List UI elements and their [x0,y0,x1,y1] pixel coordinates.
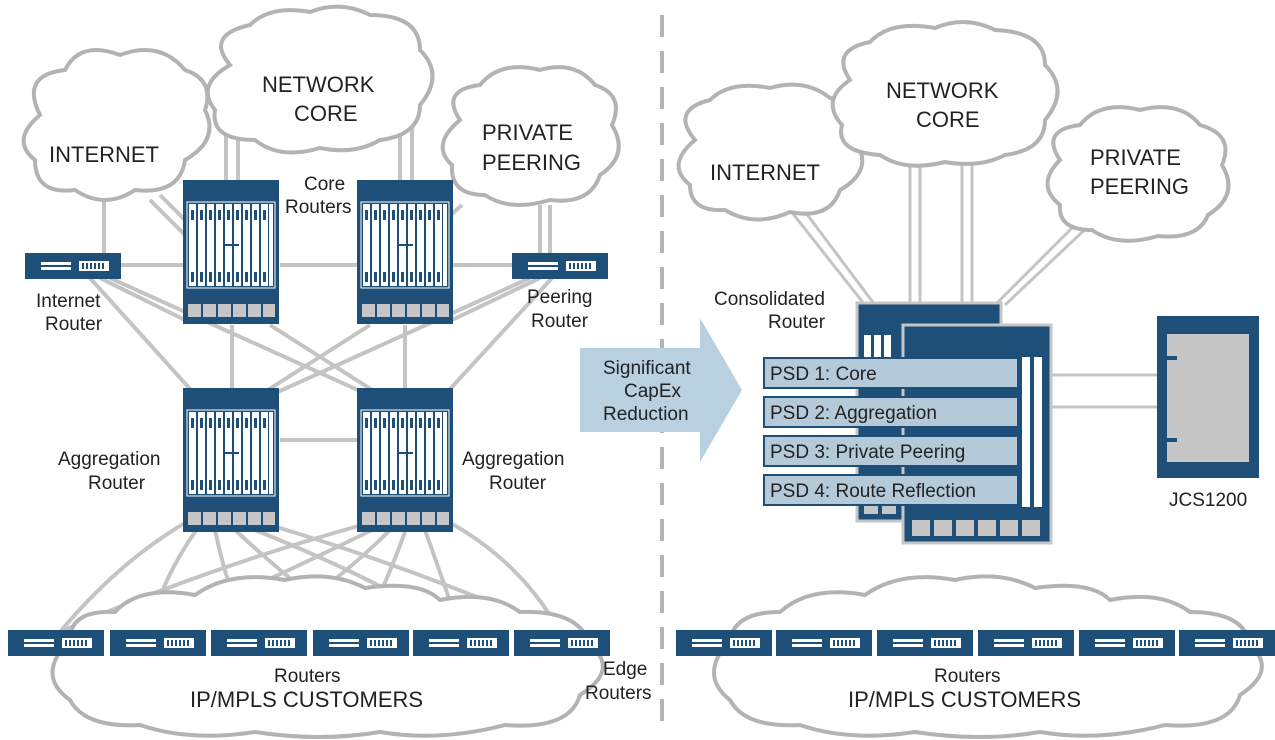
right-customers-label: IP/MPLS CUSTOMERS [848,687,1081,712]
internet-router [25,253,121,279]
psd-label-2: PSD 2: Aggregation [770,403,937,424]
agg-left-label-1: Aggregation [58,449,160,470]
agg-right-label-2: Router [489,473,547,494]
right-cloud-links [788,150,1165,409]
left-peering-cloud [440,65,621,207]
psd-box-4 [763,474,1019,506]
right-peering-label-1: PRIVATE [1090,145,1181,170]
left-core-router-1 [182,179,280,325]
right-internet-label: INTERNET [710,160,820,185]
core-routers-label-2: Routers [285,197,352,218]
edge-routers-label-1: Edge [603,659,647,680]
left-aggregation-router-2 [356,387,454,533]
jcs1200-chassis [1157,316,1259,478]
left-internet-cloud [21,48,212,202]
left-edge-router-1 [8,630,104,656]
left-aggregation-router-1 [182,387,280,533]
left-customers-cloud [50,574,605,739]
left-edge-router-3 [211,630,307,656]
psd-list: PSD 1: Core PSD 2: Aggregation PSD 3: Pr… [763,357,1019,506]
peering-router-label-2: Router [531,311,589,332]
left-routers-label: Routers [274,666,341,687]
psd-label-3: PSD 3: Private Peering [770,442,965,463]
agg-left-label-2: Router [88,473,146,494]
right-peering-cloud [1045,105,1231,243]
left-core-cloud [205,4,435,155]
left-edge-router-6 [514,630,610,656]
right-peering-label-2: PEERING [1090,174,1189,199]
left-edge-router-5 [413,630,509,656]
left-core-router-2 [356,179,454,325]
consolidated-router-label-2: Router [768,312,826,333]
jcs1200-label: JCS1200 [1169,490,1247,511]
capex-arrow [580,318,742,462]
left-mesh-links [88,263,554,442]
left-core-label-2: CORE [294,101,358,126]
left-core-label-1: NETWORK [262,72,375,97]
right-core-label-1: NETWORK [886,78,999,103]
right-core-cloud [830,19,1060,168]
right-edge-router-1 [676,630,772,656]
left-edge-router-2 [110,630,206,656]
right-customers-cloud [712,574,1264,739]
right-edge-router-5 [1079,630,1175,656]
core-routers-label-1: Core [304,174,345,195]
right-edge-router-2 [776,630,872,656]
peering-router-label-1: Peering [527,287,593,308]
right-internet-cloud [676,82,865,222]
right-routers-label: Routers [934,666,1001,687]
internet-router-label-2: Router [45,314,103,335]
arrow-label-1: Significant [603,358,691,379]
psd-label-1: PSD 1: Core [770,364,877,385]
peering-router [512,253,608,279]
left-edge-router-4 [313,630,409,656]
right-edge-router-6 [1179,630,1275,656]
psd-box-2 [763,396,1019,428]
consolidated-router-label-1: Consolidated [714,289,825,310]
psd-box-3 [763,435,1019,467]
arrow-label-2: CapEx [624,381,682,402]
right-edge-router-3 [877,630,973,656]
edge-routers-label-2: Routers [585,683,652,704]
left-peering-label-1: PRIVATE [482,120,573,145]
right-core-label-2: CORE [916,107,980,132]
arrow-label-3: Reduction [603,404,689,425]
right-edge-router-4 [978,630,1074,656]
agg-right-label-1: Aggregation [462,449,564,470]
left-internet-label: INTERNET [49,142,159,167]
internet-router-label-1: Internet [36,291,101,312]
left-customers-label: IP/MPLS CUSTOMERS [190,687,423,712]
psd-label-4: PSD 4: Route Reflection [770,481,976,502]
psd-box-1 [763,357,1019,389]
left-peering-label-2: PEERING [482,150,581,175]
